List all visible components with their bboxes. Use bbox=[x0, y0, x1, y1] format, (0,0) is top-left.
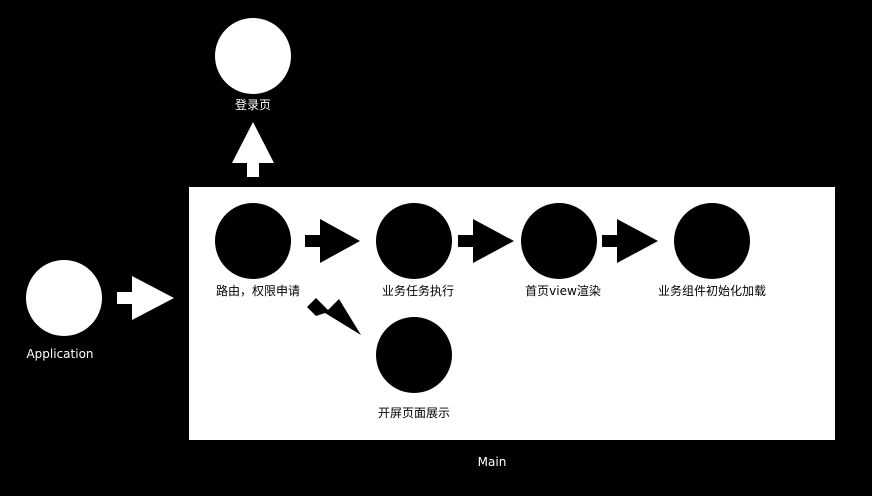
routing-permissions-node bbox=[215, 203, 291, 279]
business-tasks-node bbox=[376, 203, 452, 279]
login-page-node bbox=[215, 18, 291, 94]
home-view-render-label: 首页view渲染 bbox=[525, 284, 601, 298]
home-view-render-node bbox=[521, 203, 597, 279]
arrow-home-view-to-components bbox=[602, 219, 658, 263]
application-node bbox=[26, 260, 102, 336]
arrow-routing-to-tasks bbox=[305, 219, 360, 263]
arrow-routing-to-splash bbox=[307, 298, 361, 335]
business-components-init-node bbox=[674, 203, 750, 279]
arrow-application-to-main bbox=[117, 276, 174, 320]
arrow-main-to-login bbox=[232, 122, 274, 177]
splash-screen-label: 开屏页面展示 bbox=[377, 406, 451, 420]
login-page-label: 登录页 bbox=[234, 98, 272, 112]
application-label: Application bbox=[26, 347, 94, 361]
business-tasks-label: 业务任务执行 bbox=[381, 284, 455, 298]
main-container-label: Main bbox=[477, 455, 507, 469]
business-components-init-label: 业务组件初始化加载 bbox=[657, 284, 767, 298]
arrow-tasks-to-home-view bbox=[458, 219, 514, 263]
splash-screen-node bbox=[376, 317, 452, 393]
routing-permissions-label: 路由，权限申请 bbox=[215, 284, 301, 298]
